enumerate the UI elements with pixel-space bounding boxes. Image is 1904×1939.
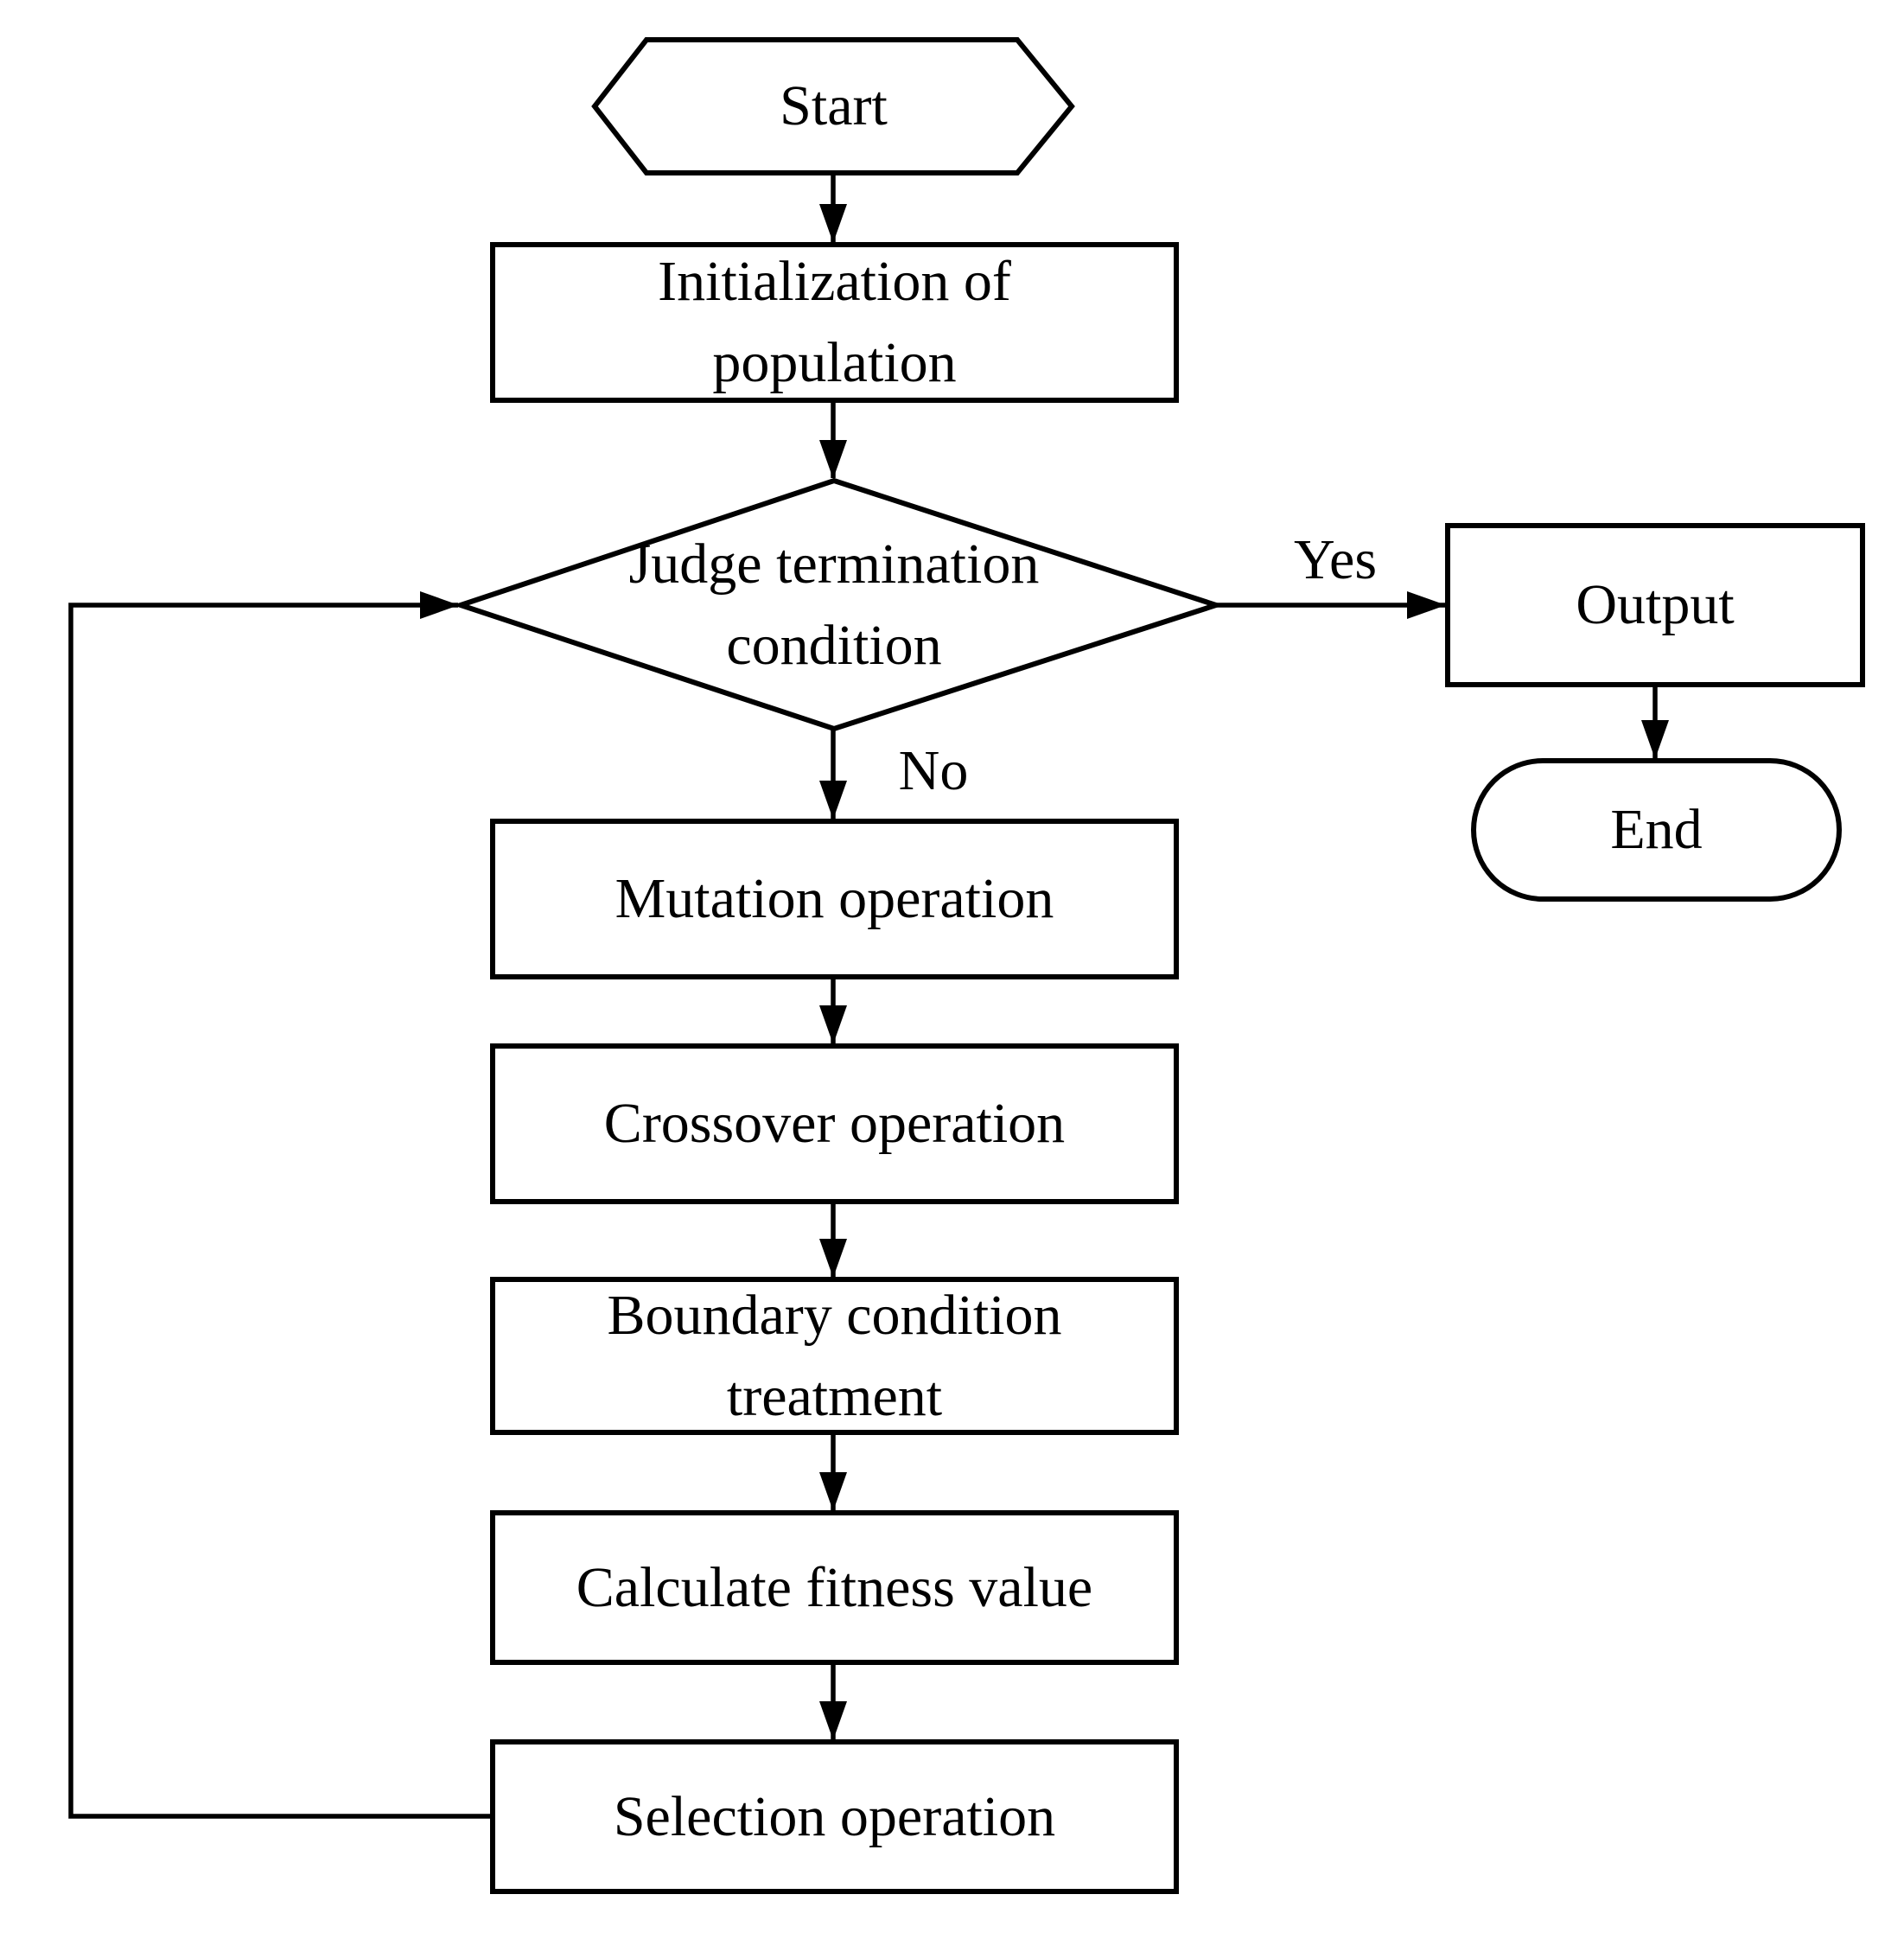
start-hexagon [591, 37, 1075, 175]
yes-branch-label: Yes [1293, 528, 1378, 591]
start-node-label: Start [780, 74, 888, 137]
edge-selection-judge-loop [68, 591, 493, 1819]
init-node-label: Initialization of population [658, 250, 1011, 394]
boundary-node-label: Boundary condition treatment [607, 1283, 1062, 1428]
no-branch-label: No [898, 739, 969, 802]
end-stadium [1471, 758, 1842, 902]
selection-node-label: Selection operation [613, 1784, 1056, 1848]
judge-node-label: Judge termination condition [628, 532, 1040, 677]
end-node-label: End [1610, 798, 1703, 861]
fitness-node-label: Calculate fitness value [576, 1555, 1093, 1619]
crossover-node-label: Crossover operation [603, 1092, 1066, 1155]
output-node-label: Output [1576, 573, 1735, 636]
mutation-node-label: Mutation operation [615, 867, 1054, 930]
